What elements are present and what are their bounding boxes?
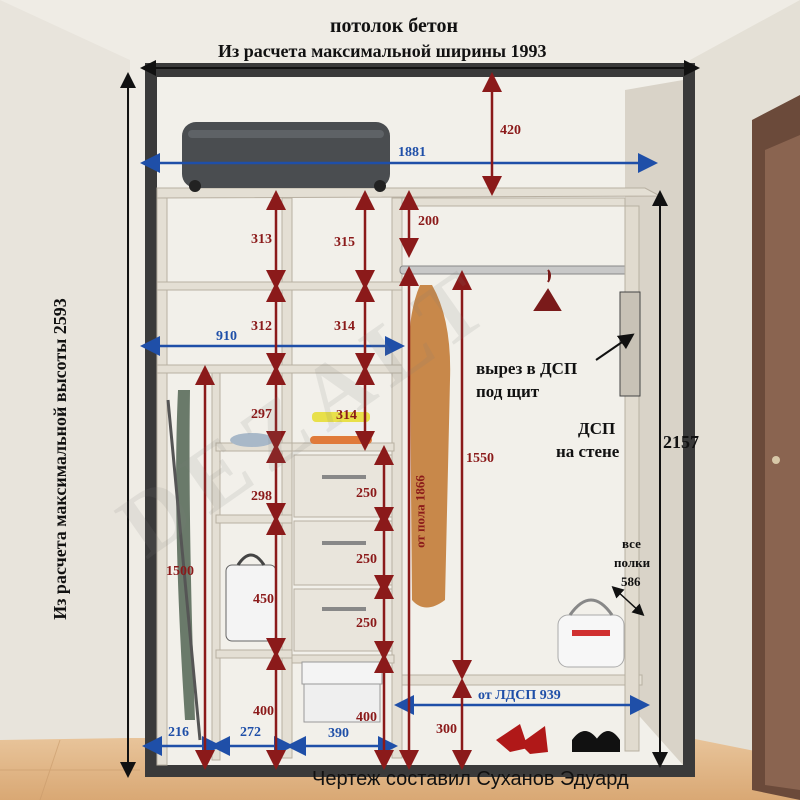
door-knob-icon — [772, 456, 780, 464]
storage-box — [301, 661, 383, 685]
dim-450: 450 — [253, 592, 274, 607]
dim-1881: 1881 — [398, 145, 426, 160]
shelf — [156, 281, 403, 291]
shelves-depth-label: 586 — [621, 574, 641, 589]
shelves-word-label: полки — [614, 555, 651, 570]
drawer — [293, 520, 393, 586]
width-note: Из расчета максимальной ширины 1993 — [218, 41, 547, 61]
cutout-note-line2: под щит — [476, 382, 540, 401]
dim-312: 312 — [251, 319, 272, 334]
hanger-icon — [533, 269, 562, 311]
drawer — [293, 588, 393, 652]
dim-400-left: 400 — [253, 704, 274, 719]
wardrobe-right-post — [683, 63, 695, 775]
board-note-line2: на стене — [556, 442, 620, 461]
dim-216: 216 — [168, 725, 189, 740]
shelf — [215, 649, 293, 659]
bottom-shelf-right — [401, 674, 643, 686]
dim-910: 910 — [216, 329, 237, 344]
dim-298: 298 — [251, 489, 272, 504]
dim-390: 390 — [328, 726, 349, 741]
shelf — [215, 514, 293, 524]
right-panel — [624, 205, 640, 752]
storage-box — [303, 683, 381, 723]
shelves-all-label: все — [622, 536, 641, 551]
author-credit: Чертеж составил Суханов Эдуард — [312, 768, 629, 790]
dim-939: от ЛДСП 939 — [478, 688, 561, 703]
basin — [230, 433, 274, 447]
shoes-black — [572, 731, 620, 752]
shoes-red — [496, 724, 548, 754]
dim-200: 200 — [418, 214, 439, 229]
wardrobe-top-rail — [145, 63, 695, 77]
left-side-panel — [156, 197, 168, 766]
cutout-pointer — [595, 333, 635, 361]
right-section-shelf — [401, 197, 626, 207]
dim-313: 313 — [251, 232, 272, 247]
mop — [166, 399, 202, 741]
coat — [408, 285, 451, 608]
dim-297: 297 — [251, 407, 272, 422]
handbag — [557, 614, 625, 668]
dim-420: 420 — [500, 123, 521, 138]
dim-315: 315 — [334, 235, 355, 250]
dim-400-right: 400 — [356, 710, 377, 725]
dim-314-b: 314 — [336, 408, 357, 423]
dim-1550: 1550 — [466, 451, 494, 466]
ceiling-label: потолок бетон — [330, 15, 458, 37]
cutout-note-line1: вырез в ДСП — [476, 359, 578, 378]
board-note-line1: ДСП — [578, 419, 616, 438]
dim-272: 272 — [240, 725, 261, 740]
height-note: Из расчета максимальной высоты 2593 — [50, 298, 70, 620]
dim-250-a: 250 — [356, 486, 377, 501]
dim-250-c: 250 — [356, 616, 377, 631]
shelf-depth-pointer — [611, 585, 645, 617]
dim-250-b: 250 — [356, 552, 377, 567]
dim-2157: 2157 — [663, 432, 699, 452]
dim-1500: 1500 — [166, 564, 194, 579]
electrical-panel — [619, 291, 641, 397]
top-shelf — [156, 187, 661, 199]
wardrobe-left-post — [145, 63, 157, 775]
left-wall — [0, 0, 130, 800]
dim-314-a: 314 — [334, 319, 355, 334]
dim-1866: от пола 1866 — [412, 475, 428, 548]
dim-300: 300 — [436, 722, 457, 737]
door — [765, 135, 800, 790]
